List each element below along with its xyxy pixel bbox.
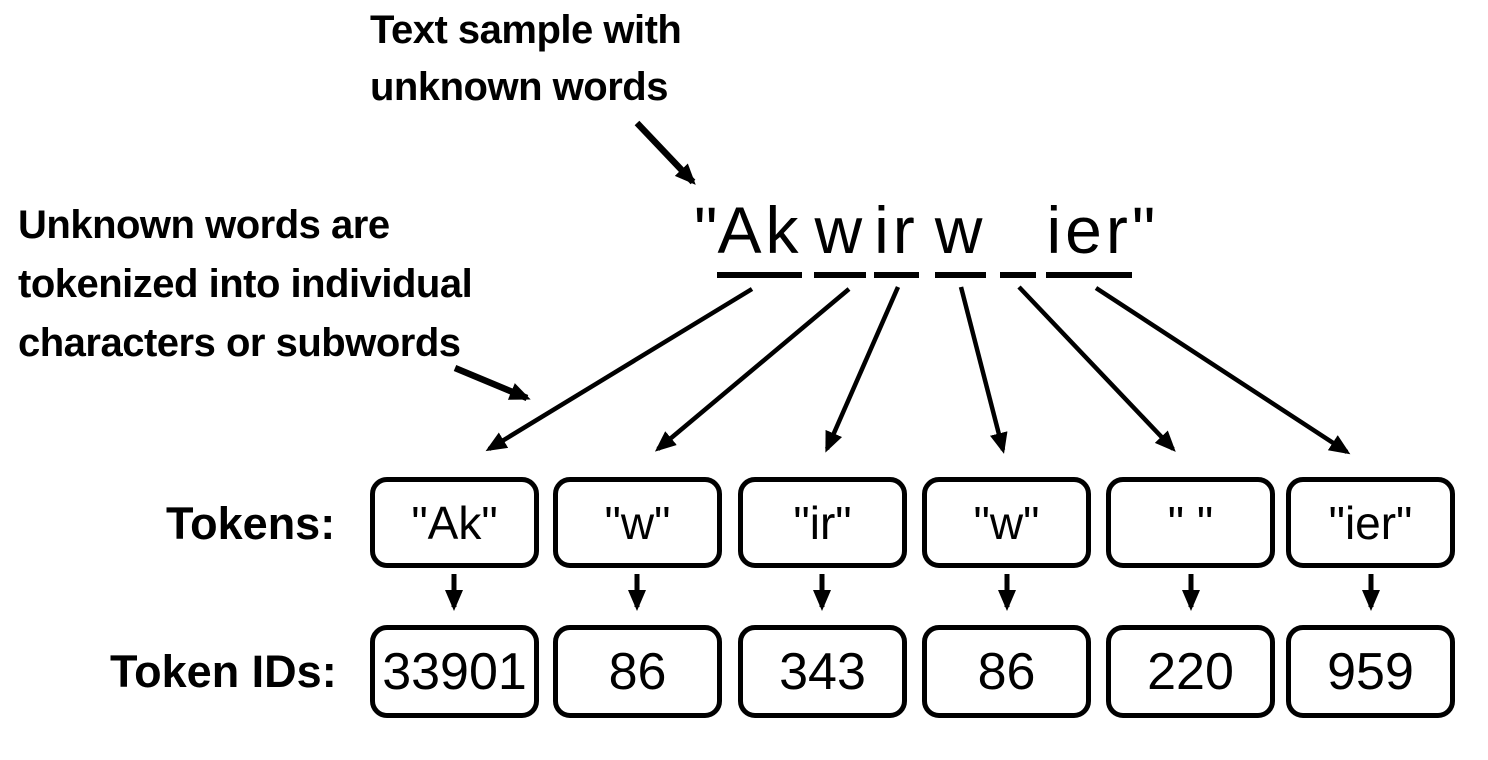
tokens-row-label: Tokens: [166, 498, 336, 549]
token-id-box-1: 33901 [370, 625, 539, 718]
arrow-segment-to-token-4 [958, 286, 1008, 454]
token-id-box-2: 86 [553, 625, 722, 718]
top-annotation-line-1: Text sample with [370, 8, 682, 52]
token-box-3: "ir" [738, 477, 907, 568]
token-box-4: "w" [922, 477, 1091, 568]
token-box-2: "w" [553, 477, 722, 568]
sample-segment-ak: Ak [717, 192, 803, 278]
arrow-segment-to-token-5 [1017, 285, 1176, 452]
sample-text: " Ak w ir w ier " [694, 192, 1155, 278]
token-id-box-5: 220 [1106, 625, 1275, 718]
token-id-box-6: 959 [1286, 625, 1455, 718]
left-annotation: Unknown words are tokenized into individ… [18, 196, 473, 373]
left-annotation-line-1: Unknown words are [18, 203, 390, 247]
token-id-box-4: 86 [922, 625, 1091, 718]
sample-segment-ier: ier [1046, 192, 1132, 278]
top-annotation-line-2: unknown words [370, 65, 668, 109]
sample-segment-ir: ir [874, 192, 919, 278]
top-annotation-arrow [634, 120, 696, 185]
token-box-5: " " [1106, 477, 1275, 568]
arrow-segment-to-token-1 [485, 287, 754, 452]
open-quote: " [694, 193, 718, 267]
token-box-1: "Ak" [370, 477, 539, 568]
sample-segment-w2: w [934, 192, 987, 278]
top-annotation: Text sample with unknown words [370, 2, 682, 116]
left-annotation-line-2: tokenized into individual [18, 262, 473, 306]
token-ids-row-label: Token IDs: [110, 646, 337, 697]
sample-segment-space [1000, 192, 1037, 278]
close-quote: " [1131, 193, 1156, 267]
arrow-segment-to-token-2 [654, 287, 851, 452]
arrow-segment-to-token-6 [1094, 286, 1351, 455]
left-annotation-line-3: characters or subwords [18, 321, 461, 365]
token-id-box-3: 343 [738, 625, 907, 718]
arrow-segment-to-token-3 [824, 286, 901, 453]
sample-segment-w1: w [814, 192, 867, 278]
token-box-6: "ier" [1286, 477, 1455, 568]
